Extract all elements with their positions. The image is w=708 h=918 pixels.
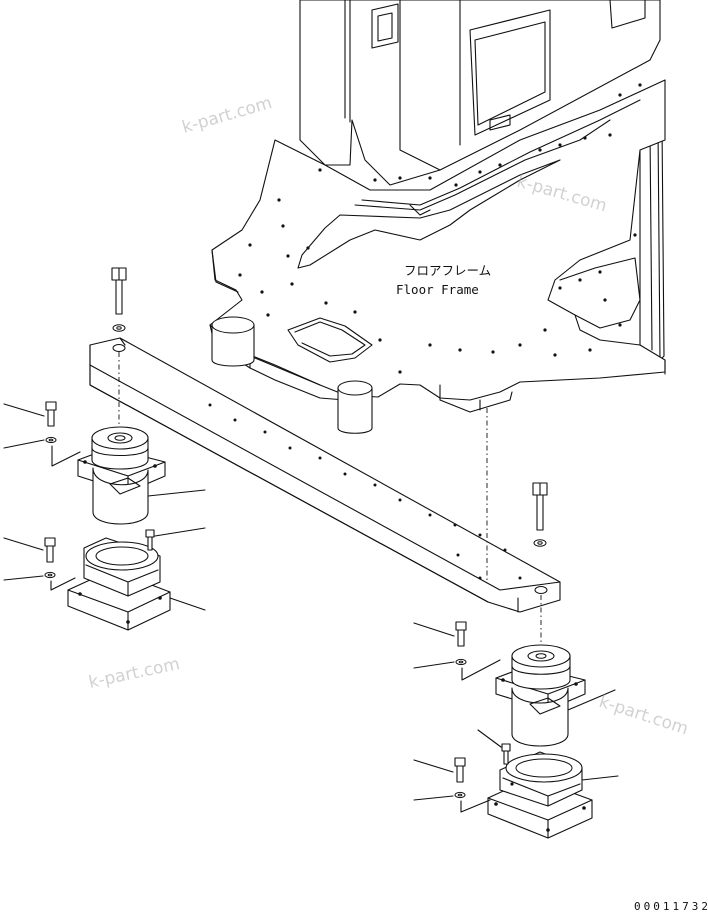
long-bolt-left	[111, 267, 127, 332]
floor-frame	[209, 79, 666, 434]
right-damper-mount	[495, 644, 616, 747]
drawing-code: 00011732	[634, 900, 708, 913]
right-bolt-washer-lower	[413, 757, 491, 813]
cab-structure	[299, 0, 661, 186]
right-bolt-washer-upper	[413, 621, 501, 681]
right-small-bolt	[477, 729, 511, 765]
left-damper-mount	[77, 426, 206, 525]
left-small-bolt	[145, 527, 206, 551]
left-bolt-washer-lower	[3, 537, 76, 591]
left-bolt-washer-upper	[3, 401, 81, 467]
support-beam	[89, 337, 561, 613]
right-pillar	[639, 123, 665, 361]
watermark: k-part.com	[596, 692, 690, 740]
left-bracket	[67, 537, 206, 631]
floor-frame-label-jp: フロアフレーム	[404, 263, 491, 278]
long-bolt-right	[532, 482, 548, 547]
watermark: k-part.com	[87, 654, 182, 693]
right-bracket	[487, 751, 619, 839]
floor-frame-label-en: Floor Frame	[396, 282, 479, 297]
watermark: k-part.com	[180, 93, 274, 138]
